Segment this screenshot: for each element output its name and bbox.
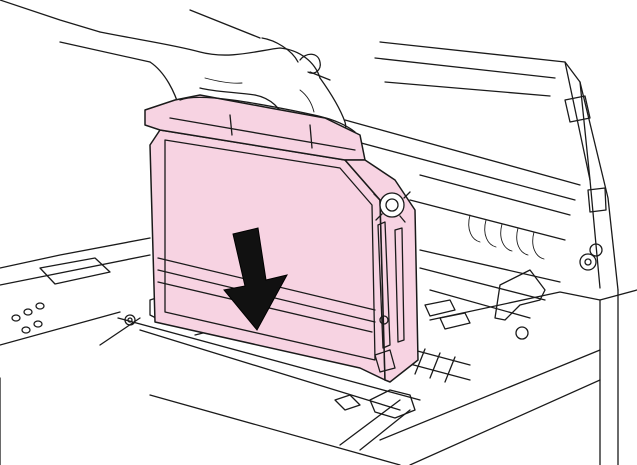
arrow-down-icon	[223, 227, 288, 331]
printer-top-cover	[299, 41, 619, 291]
printer-inner-mechanism	[334, 119, 603, 451]
printer-body	[0, 237, 637, 465]
toner-cartridge	[144, 94, 419, 383]
